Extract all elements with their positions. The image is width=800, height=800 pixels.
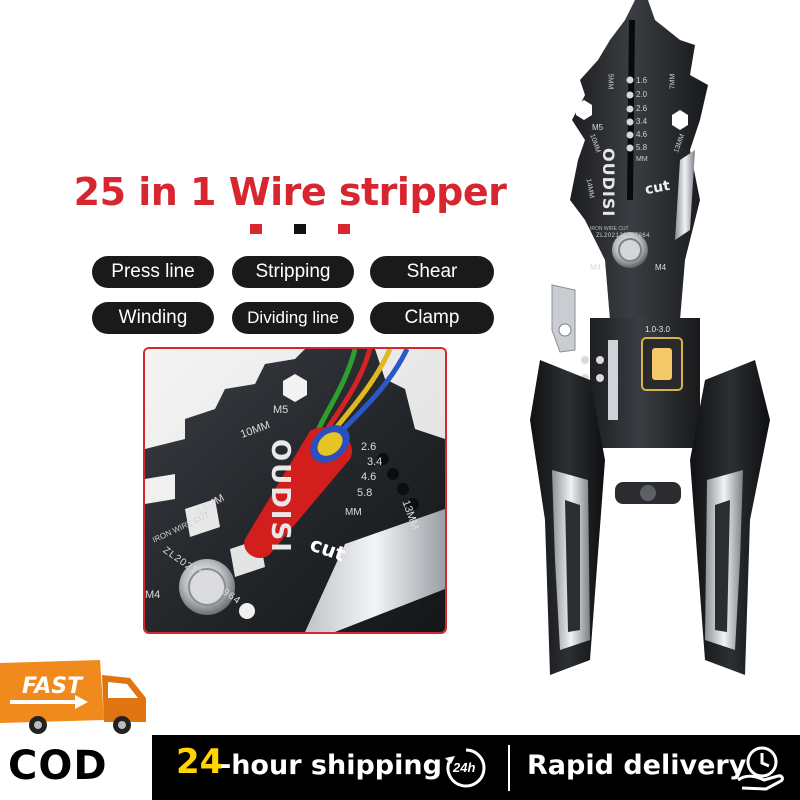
tool-gauge-size: 5.8	[636, 143, 648, 152]
tool-bolt-label: M5	[592, 123, 604, 132]
closeup-detail-image: OUDISI cut 2.6 3.4 4.6 5.8 M5 10MM 14MM …	[143, 347, 447, 634]
tool-illustration	[530, 0, 770, 675]
feature-pill-clamp: Clamp	[370, 302, 494, 334]
closeup-illustration	[145, 349, 445, 632]
closeup-gauge-size: 5.8	[357, 487, 373, 499]
tool-iron-wire-label: IRON WIRE CUT	[590, 226, 629, 232]
closeup-size-label: M5	[273, 404, 289, 416]
feature-label: Winding	[118, 307, 188, 328]
tool-hex-size: 5MM	[606, 73, 614, 90]
feature-label: Press line	[111, 261, 195, 282]
tool-crimp-range: 1.0-3.0	[645, 325, 670, 334]
tool-serial-label: ZL202122797964	[596, 233, 651, 239]
banner-divider	[508, 745, 510, 791]
closeup-gauge-size: 3.4	[367, 456, 383, 468]
tool-bolt-label: M4	[590, 263, 602, 272]
product-headline: 25 in 1 Wire stripper	[73, 170, 507, 214]
tool-brand-label: OUDISI	[599, 148, 618, 218]
feature-pill-stripping: Stripping	[232, 256, 354, 288]
feature-label: Dividing line	[247, 308, 339, 327]
tool-gauge-size: 3.4	[636, 117, 648, 126]
rapid-delivery-text: Rapid delivery	[527, 750, 747, 781]
tool-gauge-size: 1.6	[636, 76, 648, 85]
tool-bolt-label: M4	[655, 263, 667, 272]
clock-24h-label: 24h	[453, 760, 476, 775]
feature-pill-dividing-line: Dividing line	[232, 302, 354, 334]
fast-badge-label: FAST	[22, 674, 83, 699]
dot-2	[294, 224, 306, 234]
dot-1	[250, 224, 262, 234]
tool-hex-size: 7MM	[669, 73, 677, 90]
tool-gauge-size: 4.6	[636, 130, 648, 139]
feature-pill-press-line: Press line	[92, 256, 214, 288]
feature-label: Clamp	[404, 307, 460, 328]
cod-badge: COD	[0, 735, 152, 800]
delivery-clock-hand-icon	[734, 742, 786, 794]
closeup-size-label: M4	[145, 589, 161, 601]
tool-gauge-unit: MM	[636, 156, 648, 163]
feature-label: Stripping	[255, 261, 331, 282]
feature-label: Shear	[406, 261, 458, 282]
clock-24h-icon: 24h	[444, 746, 488, 790]
shipping-hours: 24	[176, 742, 224, 782]
closeup-gauge-size: 2.6	[361, 441, 377, 453]
closeup-brand-label: OUDISI	[265, 439, 295, 554]
truck-icon	[0, 660, 146, 734]
closeup-gauge-size: 4.6	[361, 471, 377, 483]
tool-gauge-size: 2.0	[636, 90, 648, 99]
feature-pill-shear: Shear	[370, 256, 494, 288]
tool-gauge-size: 2.6	[636, 104, 648, 113]
decorative-dots	[250, 224, 350, 236]
dot-3	[338, 224, 350, 234]
fast-shipping-badge: FAST	[0, 660, 150, 735]
wire-stripper-tool-image: OUDISI cut 1.6 2.0 2.6 3.4 4.6 5.8 MM 5M…	[530, 0, 770, 685]
closeup-size-label: MM	[345, 507, 362, 518]
feature-pill-winding: Winding	[92, 302, 214, 334]
cod-label: COD	[8, 743, 108, 789]
shipping-text: -hour shipping	[220, 750, 442, 781]
